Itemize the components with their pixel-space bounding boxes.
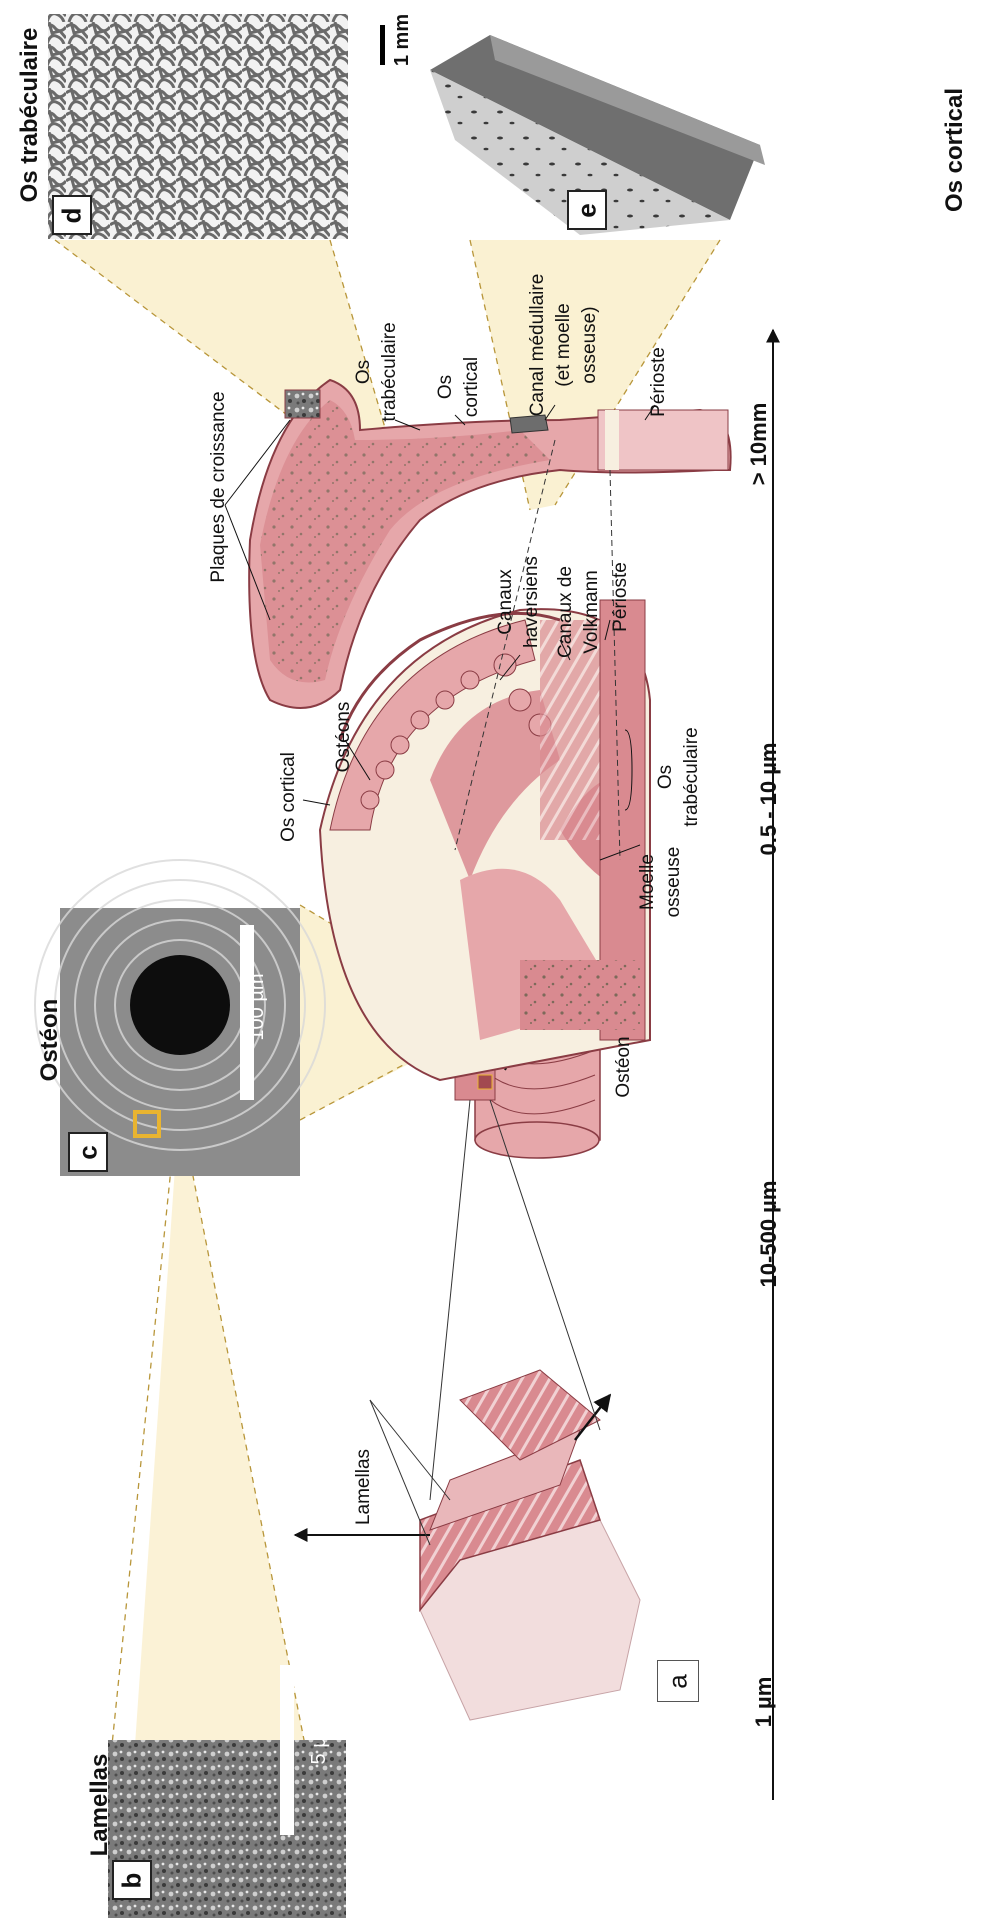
scale-d-text: 1 mm xyxy=(391,5,415,75)
label-plaques: Plaques de croissance xyxy=(208,382,232,592)
label-osteons: Ostéons xyxy=(333,692,357,782)
panel-d-label: d xyxy=(52,195,92,235)
title-os-trabeculaire: Os trabéculaire xyxy=(15,15,45,215)
scale-c-text: 100 µm xyxy=(246,967,270,1047)
label-perioste-mid: Périoste xyxy=(610,552,634,642)
zoom-cone-b xyxy=(135,1095,305,1745)
title-os-cortical: Os cortical xyxy=(940,75,970,225)
panel-b-label: b xyxy=(112,1860,152,1900)
title-lamellas: Lamellas xyxy=(85,1745,115,1865)
scale-bar-d xyxy=(380,25,385,65)
panel-e-label: e xyxy=(567,190,607,230)
bone-cross-section xyxy=(320,600,650,1080)
label-os-cortical: Os cortical xyxy=(278,742,302,852)
scale-10-500um: 10-500 µm xyxy=(756,1164,784,1304)
label-lamellas: Lamellas xyxy=(353,1437,377,1537)
render-trabecular xyxy=(48,14,348,239)
scale-05-10um: 0.5 - 10 µm xyxy=(756,729,784,869)
label-osteon: Ostéon xyxy=(613,1027,637,1107)
scale-10mm: > 10mm xyxy=(746,384,774,504)
scale-1um: 1 µm xyxy=(751,1662,779,1742)
title-osteon: Ostéon xyxy=(35,985,65,1095)
scale-bar-b xyxy=(280,1665,294,1835)
panel-a-label: a xyxy=(657,1660,699,1702)
haversian-canal-hole xyxy=(130,955,230,1055)
label-perioste-bone: Périoste xyxy=(648,337,672,427)
scale-b-text: 5 µm xyxy=(308,1712,332,1772)
panel-c-label: c xyxy=(68,1132,108,1172)
